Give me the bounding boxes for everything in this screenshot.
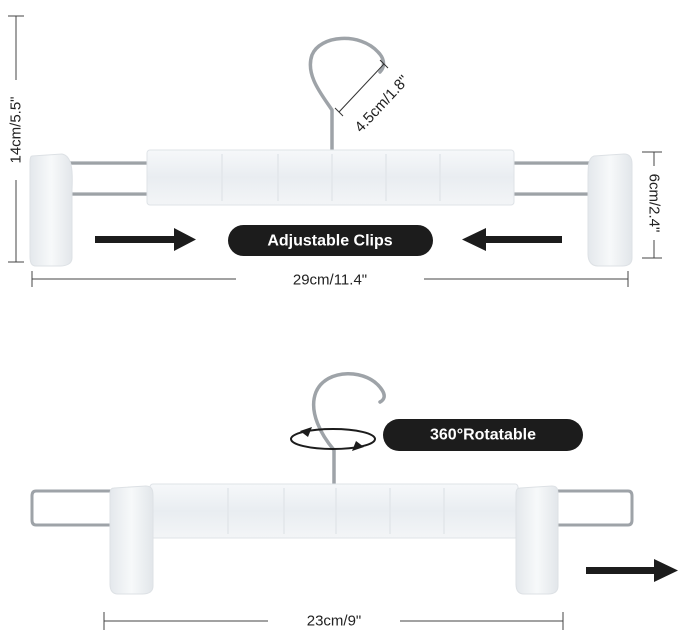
adjustable-clips-label: Adjustable Clips	[267, 233, 392, 250]
top-hook	[308, 36, 386, 152]
top-height-label: 14cm/5.5"	[8, 96, 25, 163]
top-left-clip	[29, 153, 73, 267]
rotate-arrow-head-right	[352, 441, 364, 451]
rotate-arrow-head-left	[300, 427, 312, 437]
rotatable-badge: 360°Rotatable	[383, 419, 583, 451]
top-hanger	[29, 36, 633, 267]
top-left-rod-lower	[70, 192, 150, 196]
bottom-right-clip	[515, 485, 559, 595]
top-right-arrow	[462, 228, 562, 251]
top-left-arrow	[95, 228, 196, 251]
bottom-hanger	[30, 372, 634, 595]
hook-label: 4.5cm/1.8"	[352, 72, 413, 136]
top-right-rod-lower	[512, 192, 594, 196]
bottom-left-wire	[30, 489, 112, 527]
top-left-rod-upper	[70, 161, 150, 165]
hook-dimension	[334, 59, 389, 117]
bottom-width-label: 23cm/9"	[307, 613, 362, 630]
bottom-hanger-body	[149, 483, 519, 539]
top-right-rod-upper	[512, 161, 594, 165]
bottom-right-wire	[550, 489, 634, 527]
adjustable-clips-badge: Adjustable Clips	[228, 225, 433, 256]
rotate-icon	[290, 428, 376, 450]
clip-height-label: 6cm/2.4"	[646, 174, 663, 233]
rotatable-label: 360°Rotatable	[430, 427, 536, 444]
top-hanger-body	[146, 149, 515, 206]
bottom-left-clip	[109, 485, 154, 595]
bottom-right-arrow	[586, 559, 678, 582]
top-width-label: 29cm/11.4"	[293, 272, 367, 289]
top-right-clip	[587, 153, 633, 267]
